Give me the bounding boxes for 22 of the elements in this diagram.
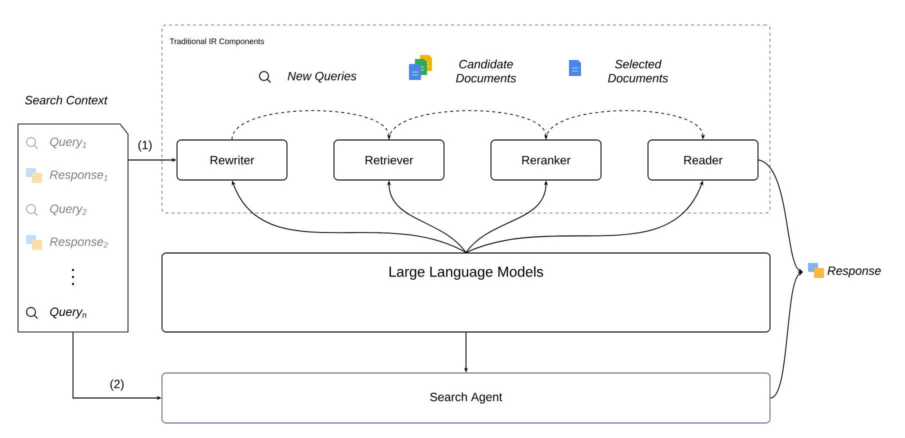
context-item: Query$_{2}$ [50, 204, 87, 216]
edge-label: (2) [110, 379, 124, 391]
arrow [388, 110, 548, 140]
process-box: Retriever [334, 140, 444, 180]
process-box: Reranker [490, 140, 602, 180]
model-box: Large Language Models [162, 252, 770, 332]
response-text: Response [828, 266, 881, 278]
edge-label: New Queries [288, 72, 356, 82]
context-item: Response$_{2}$ [50, 238, 108, 248]
context-heading: Search Context [25, 96, 108, 104]
context-item: Query$_{1}$ [50, 138, 86, 148]
edge-label: Selected Documents [608, 60, 668, 82]
agent-box: Search Agent [162, 372, 770, 424]
edge-label: Candidate Documents [456, 60, 516, 82]
arrow [232, 110, 392, 140]
group-heading: Traditional IR Components [170, 38, 264, 46]
process-box: Reader [648, 140, 758, 180]
context-item: Query$_{n}$ [50, 308, 86, 318]
context-item: Response$_{1}$ [50, 170, 108, 182]
process-box: Rewriter [176, 140, 288, 180]
arrow [546, 110, 706, 140]
edge-label: (1) [138, 140, 152, 152]
